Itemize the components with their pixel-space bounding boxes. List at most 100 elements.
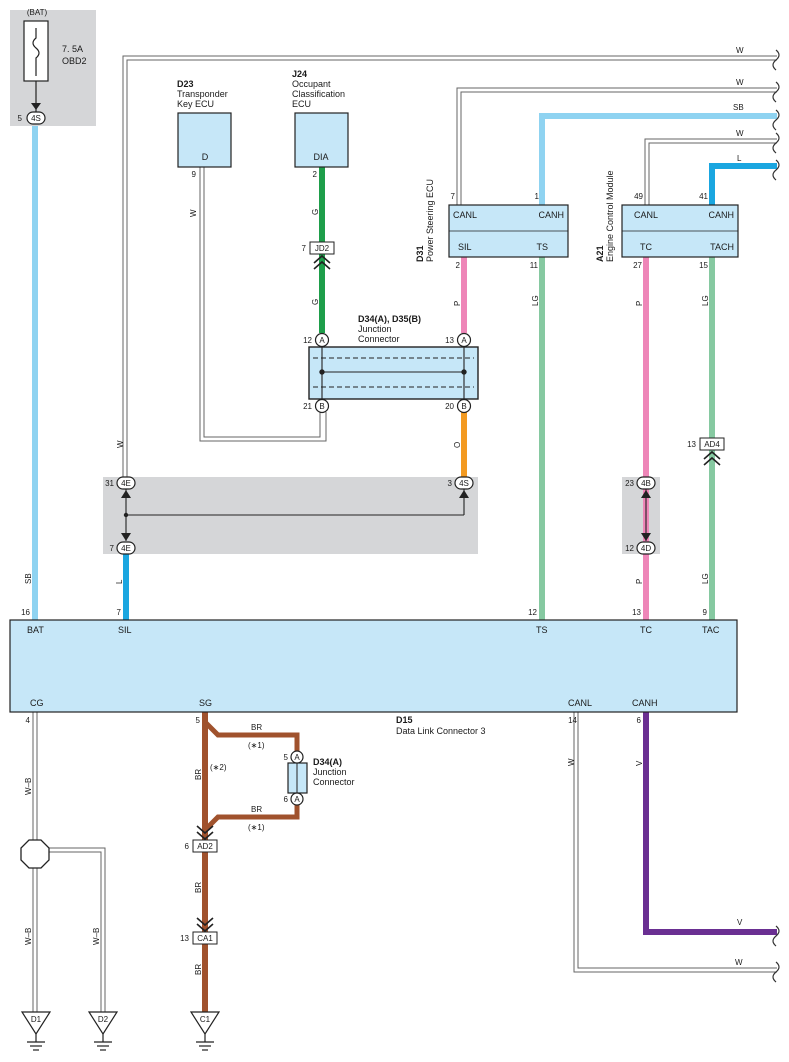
ground-c1 xyxy=(189,1011,221,1051)
ad2-code: AD2 xyxy=(197,842,213,851)
jc-main-b-right-label: B xyxy=(461,402,466,411)
jc-main-pin-b-left xyxy=(314,398,330,414)
ad2-pin: 6 xyxy=(185,842,190,851)
jc-main-a-right-label: A xyxy=(461,336,467,345)
jc-main-code: D34(A), D35(B) xyxy=(358,314,421,324)
wire-l-top xyxy=(709,163,777,205)
jc-small-pin-num-5: 5 xyxy=(284,753,289,762)
label-br-top: BR xyxy=(251,723,262,732)
dlc-cg: CG xyxy=(30,698,44,708)
fuse-connector-arrow-icon xyxy=(31,103,41,110)
a21-tach: TACH xyxy=(710,242,734,252)
label-sb-bat: SB xyxy=(24,573,33,584)
label-w-canl: W xyxy=(567,758,576,766)
dlc-tac: TAC xyxy=(702,625,720,635)
label-w-top1: W xyxy=(736,46,744,55)
label-v-right: V xyxy=(737,918,743,927)
j24-name-1: Occupant xyxy=(292,79,331,89)
c4s-code: 4S xyxy=(459,479,469,488)
fuse-icon xyxy=(32,28,40,76)
dlc-sg: SG xyxy=(199,698,212,708)
a21-name: Engine Control Module xyxy=(605,170,615,262)
d31-name: Power Steering ECU xyxy=(425,179,435,262)
label-note1a: (∗1) xyxy=(248,741,265,750)
d31-ts-pin: 11 xyxy=(530,261,539,270)
jd2-arrow-icon xyxy=(313,254,331,270)
d31-canl-pin: 7 xyxy=(451,192,456,201)
d23-pin-num: 9 xyxy=(192,170,197,179)
jc-main-name-1: Junction xyxy=(358,324,392,334)
c4s-pin: 3 xyxy=(448,479,453,488)
label-o: O xyxy=(453,442,462,448)
d31-canl: CANL xyxy=(453,210,477,220)
d23-code: D23 xyxy=(177,79,194,89)
c4b-connector xyxy=(636,476,656,490)
jc-main-pin-a-left xyxy=(314,332,330,348)
a21-canl-pin: 49 xyxy=(634,192,643,201)
d31-code: D31 xyxy=(415,245,425,262)
d23-name-2: Key ECU xyxy=(177,99,214,109)
label-wb3: W–B xyxy=(92,928,101,945)
fuse-connector xyxy=(26,111,46,125)
jc-main-box xyxy=(308,346,479,400)
c4d-connector xyxy=(636,541,656,555)
wire-break-marks xyxy=(772,49,780,983)
dlc-bat: BAT xyxy=(27,625,44,635)
jd2-code: JD2 xyxy=(315,244,330,253)
jc-small-pin-num-6: 6 xyxy=(284,795,289,804)
label-br-low2: BR xyxy=(194,964,203,975)
dlc-canh-pin: 6 xyxy=(637,716,642,725)
jc-main-pin-num-21: 21 xyxy=(303,402,312,411)
label-p-tc-low: P xyxy=(635,579,644,584)
ad4-connector xyxy=(699,437,725,451)
junction-block-shade-right xyxy=(622,477,660,554)
label-l-sil: L xyxy=(115,579,124,584)
jd2-connector xyxy=(309,241,335,255)
ad4-code: AD4 xyxy=(704,440,720,449)
wire-v-canh xyxy=(643,712,777,935)
dlc-canl: CANL xyxy=(568,698,592,708)
jc-main-name-2: Connector xyxy=(358,334,400,344)
wire-sb-top xyxy=(539,113,777,205)
label-g-upper: G xyxy=(311,209,320,215)
c4e-top-code: 4E xyxy=(121,479,131,488)
label-w-right: W xyxy=(735,958,743,967)
label-br-bot: BR xyxy=(251,805,262,814)
fuse-name: OBD2 xyxy=(62,56,87,66)
dlc-tc: TC xyxy=(640,625,652,635)
c4d-code: 4D xyxy=(641,544,651,553)
label-w-left: W xyxy=(116,440,125,448)
dlc-name: Data Link Connector 3 xyxy=(396,726,486,736)
splice-point-icon xyxy=(20,839,50,869)
dlc-sil: SIL xyxy=(118,625,132,635)
a21-canh-pin: 41 xyxy=(699,192,708,201)
a21-canh: CANH xyxy=(708,210,734,220)
jc-main-b-left-label: B xyxy=(319,402,324,411)
j24-code: J24 xyxy=(292,69,307,79)
fuse-connector-code: 4S xyxy=(31,114,41,123)
j24-pin-num: 2 xyxy=(313,170,318,179)
ad4-pin: 13 xyxy=(687,440,696,449)
jc-main-pin-b-right xyxy=(456,398,472,414)
dlc-tc-pin: 13 xyxy=(632,608,641,617)
c4s-connector xyxy=(454,476,474,490)
dlc-canl-pin: 14 xyxy=(568,716,577,725)
c4e-top-pin: 31 xyxy=(105,479,114,488)
jc-small-code: D34(A) xyxy=(313,757,342,767)
wire-br-loop xyxy=(203,720,300,832)
ground-d1 xyxy=(20,1011,52,1051)
jc-main-pin-num-12: 12 xyxy=(303,336,312,345)
a21-tach-pin: 15 xyxy=(699,261,708,270)
label-v-canh: V xyxy=(635,760,644,766)
c4e-bot-connector xyxy=(116,541,136,555)
jc-small-pin-top xyxy=(290,750,304,764)
ad2-arrow-icon xyxy=(196,825,214,841)
a21-tc: TC xyxy=(640,242,652,252)
dlc-sil-pin: 7 xyxy=(117,608,122,617)
ad2-connector xyxy=(192,839,218,853)
dlc-canh: CANH xyxy=(632,698,658,708)
c4e-down-arrow-icon xyxy=(121,533,131,541)
d31-sil-pin: 2 xyxy=(456,261,461,270)
j24-pin-label: DIA xyxy=(313,152,328,162)
